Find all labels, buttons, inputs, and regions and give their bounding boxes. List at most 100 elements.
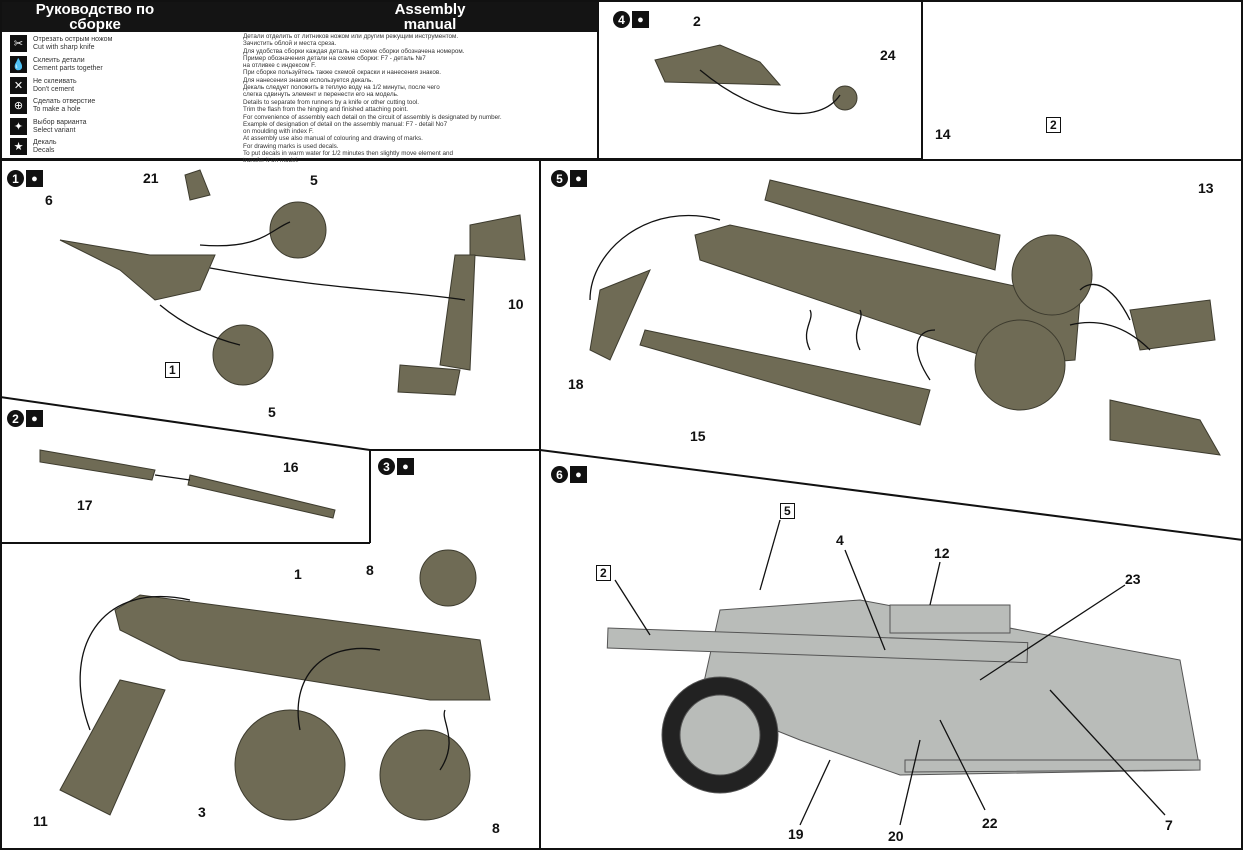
instruction-line: Пример обозначения детали на схеме сборк… [243, 54, 426, 62]
part-number: 3 [198, 804, 206, 820]
decal-icon: ★ [10, 138, 27, 155]
part-number: 5 [310, 172, 318, 188]
glue-drop-icon: ● [26, 410, 43, 427]
part-number: 6 [45, 192, 53, 208]
legend-en: Select variant [33, 126, 76, 134]
glue-drop-icon: ● [570, 466, 587, 483]
part-number: 12 [934, 545, 950, 561]
part-number: 21 [143, 170, 159, 186]
part-number: 8 [366, 562, 374, 578]
part-number: 8 [492, 820, 500, 836]
part-number: 1 [294, 566, 302, 582]
subassembly-label: 2 [1046, 117, 1061, 133]
part-11 [59, 679, 166, 816]
instruction-line: слегка сдвинуть элемент и перенести его … [243, 91, 399, 99]
part-number: 13 [1198, 180, 1214, 196]
part-10-top [469, 214, 526, 261]
legend-ru: Не склеивать [33, 77, 77, 85]
rail [904, 759, 1201, 773]
part-17 [39, 449, 156, 481]
instruction-line: Details to separate from runners by a kn… [243, 99, 420, 106]
instruction-line: на отливке с индексом F. [243, 62, 317, 70]
title-ru: Руководство по сборке [20, 2, 170, 32]
part-13-top [1129, 299, 1216, 351]
wheel [1011, 234, 1093, 316]
legend-ru: Сделать отверстие [33, 97, 96, 105]
instruction-line: Зачистить облой и места среза. [243, 40, 337, 48]
part-number: 2 [693, 13, 701, 29]
step-5-marker: 5● [551, 170, 587, 187]
part-number: 17 [77, 497, 93, 513]
instruction-line: Для нанесения знаков используется декаль… [243, 76, 374, 84]
step-4-marker: 4● [613, 11, 649, 28]
part-number: 20 [888, 828, 904, 844]
part-10-base [397, 364, 461, 396]
legend-ru: Выбор варианта [33, 118, 87, 126]
part-number: 23 [1125, 571, 1141, 587]
step-2-marker: 2● [7, 410, 43, 427]
instruction-line: For convenience of assembly each detail … [243, 113, 502, 121]
part-number: 16 [283, 459, 299, 475]
legend-en: Decals [33, 146, 55, 154]
part-10-body [439, 254, 476, 371]
glue-drop-icon: ● [632, 11, 649, 28]
no-glue-icon: ✕ [10, 77, 27, 94]
recoil-cylinder-part-12 [889, 604, 1011, 634]
instruction-line: To put decals in warm water for 1/2 minu… [243, 150, 453, 158]
instruction-line: Trim the flash from the hinging and fini… [243, 106, 408, 114]
step-1-marker: 1● [7, 170, 43, 187]
subassembly-label: 1 [165, 362, 180, 378]
part-number: 11 [33, 813, 48, 829]
part-number: 5 [268, 404, 276, 420]
chassis [694, 224, 1081, 366]
wheel-part-3 [234, 709, 346, 821]
legend-en: Don't cement [33, 85, 75, 93]
legend-en: Cut with sharp knife [33, 43, 95, 51]
instruction-line: Декаль следует положить в теплую воду на… [243, 84, 440, 92]
part-16 [187, 474, 336, 519]
part-number: 4 [836, 532, 844, 548]
instruction-line: transfer it on model. [243, 157, 299, 165]
trail-assembly [654, 44, 782, 86]
glue-drop-icon: 💧 [10, 56, 27, 73]
select-variant-icon: ✦ [10, 118, 27, 135]
wheel-part-8 [379, 729, 471, 821]
part-18 [589, 269, 651, 361]
part-number: 10 [508, 296, 524, 312]
gear-part [832, 85, 858, 111]
wheel-part-5b [212, 324, 274, 386]
instruction-line: Для удобства сборки каждая деталь на схе… [243, 47, 465, 55]
step-3-marker: 3● [378, 458, 414, 475]
legend-ru: Склеить детали [33, 56, 85, 64]
step-number: 4 [613, 11, 630, 28]
part-number: 19 [788, 826, 804, 842]
chassis-part-1 [114, 594, 491, 701]
part-13-bottom [1109, 399, 1221, 456]
wheel-hub [679, 694, 761, 776]
instruction-line: For drawing marks is used decals. [243, 142, 339, 150]
gun-barrel [606, 627, 1029, 664]
legend-ru: Декаль [33, 138, 57, 146]
step-number: 2 [7, 410, 24, 427]
instruction-line: При сборке пользуйтесь также схемой окра… [243, 69, 441, 77]
instruction-line: At assembly use also manual of colouring… [243, 135, 423, 143]
legend-en: To make a hole [33, 105, 81, 113]
drill-hole-icon: ⊕ [10, 97, 27, 114]
part-number: 22 [982, 815, 998, 831]
instructions-ru: Детали отделить от литников ножом или др… [243, 33, 465, 99]
part-number: 14 [935, 126, 951, 142]
frame-part-6 [59, 239, 216, 301]
legend-ru: Отрезать острым ножом [33, 35, 113, 43]
instructions-en: Details to separate from runners by a kn… [243, 99, 502, 165]
legend-en: Cement parts together [33, 64, 103, 72]
glue-drop-icon: ● [26, 170, 43, 187]
step-number: 1 [7, 170, 24, 187]
